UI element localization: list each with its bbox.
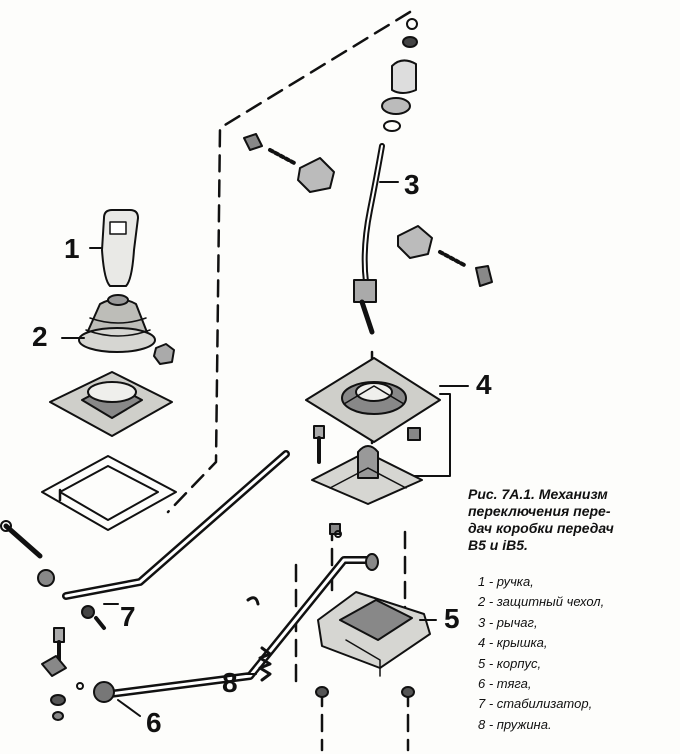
legend-item: 2 - защитный чехол, bbox=[478, 594, 605, 610]
housing bbox=[315, 591, 437, 698]
legend-item: 7 - стабилизатор, bbox=[478, 696, 593, 712]
legend-item: 3 - рычаг, bbox=[478, 614, 538, 630]
caption-line: В5 и iВ5. bbox=[468, 537, 528, 553]
callout-4: 4 bbox=[476, 369, 492, 400]
rod-end-parts bbox=[41, 627, 67, 721]
callout-8: 8 bbox=[222, 667, 238, 698]
parts-legend: 1 - ручка, 2 - защитный чехол, 3 - рычаг… bbox=[478, 572, 678, 735]
cover-bolts bbox=[313, 425, 421, 538]
legend-item: 5 - корпус, bbox=[478, 655, 542, 671]
left-detent-assembly bbox=[243, 133, 335, 193]
callout-1: 1 bbox=[64, 233, 80, 264]
callout-6: 6 bbox=[146, 707, 162, 738]
right-detent-assembly bbox=[397, 225, 493, 287]
caption-line: переключения пере- bbox=[468, 503, 611, 519]
spring bbox=[243, 596, 272, 682]
shift-lever bbox=[353, 143, 399, 335]
legend-item: 8 - пружина. bbox=[478, 716, 552, 732]
legend-item: 6 - тяга, bbox=[478, 676, 532, 692]
figure-caption: Рис. 7А.1. Механизм переключения пере- д… bbox=[468, 486, 678, 554]
nut bbox=[153, 343, 175, 365]
shift-knob bbox=[89, 209, 139, 287]
legend-item: 1 - ручка, bbox=[478, 574, 534, 589]
callout-7: 7 bbox=[120, 601, 136, 632]
lever-top-parts bbox=[381, 18, 418, 132]
callout-2: 2 bbox=[32, 321, 48, 352]
legend-item: 4 - крышка, bbox=[478, 635, 548, 651]
stabilizer-rod bbox=[0, 450, 290, 630]
callout-3: 3 bbox=[404, 169, 420, 200]
protective-boot bbox=[61, 294, 156, 353]
boot-base-frame bbox=[49, 371, 173, 437]
link-rod bbox=[76, 553, 379, 717]
caption-line: Рис. 7А.1. Механизм bbox=[468, 486, 608, 502]
gasket bbox=[41, 455, 177, 531]
caption-line: дач коробки передач bbox=[468, 520, 614, 536]
callout-5: 5 bbox=[444, 603, 460, 634]
cover-base-plate bbox=[311, 445, 423, 505]
cover bbox=[305, 357, 469, 477]
